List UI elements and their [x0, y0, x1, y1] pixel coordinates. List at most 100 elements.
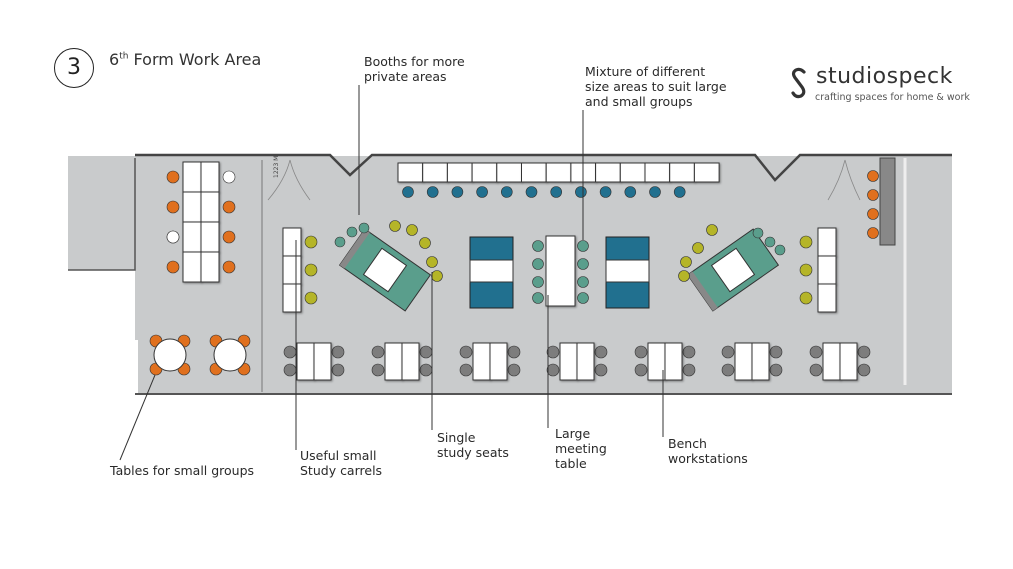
- logo-tagline: crafting spaces for home & work: [815, 92, 970, 103]
- door-right: [827, 159, 861, 201]
- chair: [476, 186, 488, 198]
- desk: [545, 235, 576, 307]
- desk: [182, 221, 202, 253]
- desk: [619, 162, 646, 183]
- desk: [822, 342, 841, 381]
- chair: [371, 345, 385, 359]
- round-table-group: [209, 334, 251, 376]
- chair: [532, 276, 544, 288]
- top-wall: [135, 153, 952, 182]
- bench-pod-group: [371, 342, 433, 381]
- desk: [182, 161, 202, 193]
- chair: [678, 270, 690, 282]
- chair: [799, 235, 813, 249]
- desk: [313, 342, 332, 381]
- desk: [839, 342, 858, 381]
- desk: [496, 162, 522, 183]
- booth-back: [339, 229, 370, 269]
- annotation-booths: Booths for more private areas: [364, 54, 465, 84]
- desk: [521, 162, 547, 183]
- desk: [664, 342, 683, 381]
- chair: [769, 345, 783, 359]
- bench-pod-group: [546, 342, 608, 381]
- title-ordinal: 6: [109, 50, 120, 69]
- chair: [706, 224, 718, 236]
- desk: [182, 251, 202, 283]
- chair: [692, 242, 704, 254]
- chair: [867, 170, 879, 182]
- booth-back: [687, 271, 718, 311]
- chair: [682, 363, 696, 377]
- desk: [384, 342, 403, 381]
- chair: [594, 363, 608, 377]
- desk: [401, 342, 420, 381]
- chair: [682, 345, 696, 359]
- annotation-single-seats: Single study seats: [437, 430, 509, 460]
- desk: [182, 191, 202, 223]
- bench-pod-group: [721, 342, 783, 381]
- desk: [296, 342, 315, 381]
- desk: [200, 191, 220, 223]
- study-carrels-group: [799, 227, 837, 313]
- chair: [525, 186, 538, 198]
- round-table: [153, 338, 187, 372]
- chair: [166, 200, 180, 214]
- chair: [304, 235, 318, 249]
- annotation-meeting-table: Large meeting table: [555, 426, 607, 471]
- chair: [331, 363, 345, 377]
- chair: [222, 170, 236, 184]
- chair: [532, 292, 544, 304]
- booth-table: [605, 259, 650, 283]
- top-bench-group: [397, 162, 720, 198]
- desk: [422, 162, 448, 183]
- chair: [721, 363, 735, 377]
- chair: [649, 186, 661, 198]
- chair: [451, 186, 464, 198]
- blue-booth-group: [469, 236, 514, 309]
- chair: [419, 363, 433, 377]
- round-table: [213, 338, 247, 372]
- door-label: 1223 M: [273, 156, 280, 178]
- wall-notch: [118, 340, 138, 395]
- chair: [331, 345, 345, 359]
- chair: [500, 186, 513, 198]
- chair: [459, 345, 473, 359]
- chair: [867, 208, 879, 220]
- desk: [282, 255, 302, 285]
- left-bench-group: [166, 161, 236, 283]
- booth-group: [338, 228, 432, 312]
- chair: [577, 240, 589, 252]
- chair: [283, 345, 297, 359]
- annotation-carrels: Useful small Study carrels: [300, 448, 383, 478]
- chair: [459, 363, 473, 377]
- chair: [371, 363, 385, 377]
- chair: [599, 186, 612, 198]
- desk: [817, 255, 837, 285]
- page-title: 6th Form Work Area: [109, 50, 261, 69]
- chair: [857, 363, 871, 377]
- chair: [222, 230, 236, 244]
- chair: [857, 345, 871, 359]
- chair: [774, 244, 786, 256]
- chair: [402, 186, 414, 198]
- chair: [577, 276, 589, 288]
- chair: [546, 345, 560, 359]
- chair: [166, 260, 180, 274]
- chair: [624, 186, 637, 198]
- chair: [426, 256, 438, 268]
- title-text: Form Work Area: [133, 50, 262, 69]
- desk: [693, 162, 720, 183]
- annotation-small-groups: Tables for small groups: [110, 463, 255, 478]
- annotation-mixture: Mixture of different size areas to suit …: [585, 64, 727, 109]
- desk: [817, 227, 837, 257]
- chair: [577, 292, 589, 304]
- study-carrels-group: [282, 227, 318, 313]
- blue-booth-group: [605, 236, 650, 309]
- chair: [389, 220, 401, 232]
- desk: [472, 342, 491, 381]
- chair: [304, 263, 318, 277]
- floor-corridor: [68, 156, 138, 270]
- chair: [550, 186, 563, 198]
- chair: [764, 236, 776, 248]
- desk: [751, 342, 770, 381]
